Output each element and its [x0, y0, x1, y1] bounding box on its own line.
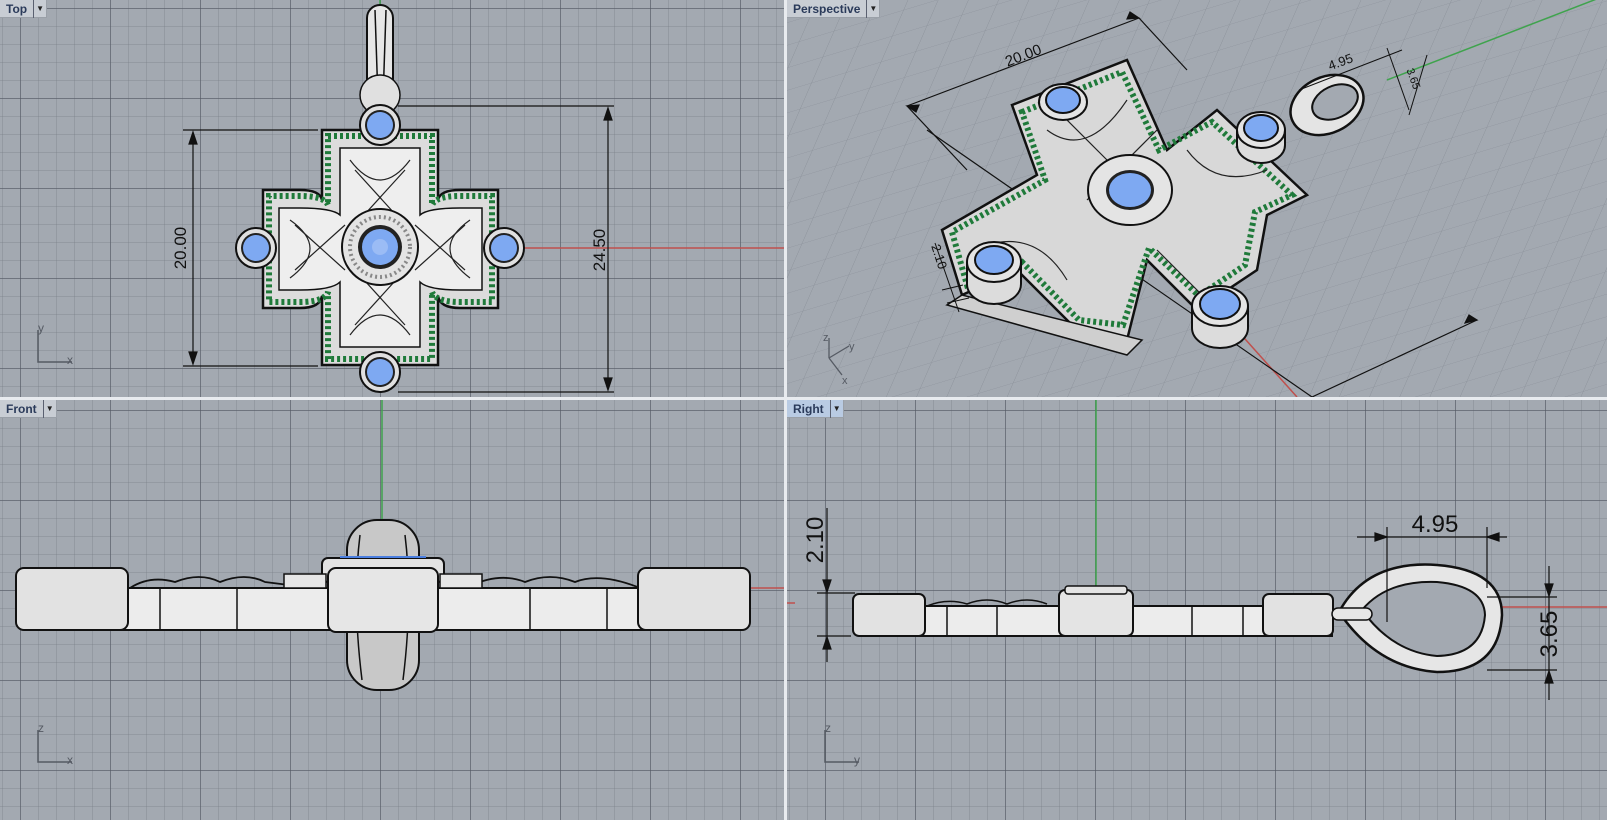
top-view-model[interactable]: 20.00 24.50: [0, 0, 784, 397]
viewport-right[interactable]: Right ▼: [787, 400, 1607, 820]
viewport-perspective[interactable]: 20.00: [787, 0, 1607, 397]
front-view-model[interactable]: [0, 400, 784, 820]
axis-indicator: [828, 338, 850, 376]
dimension-24-50: [398, 105, 614, 393]
viewport-name: Front: [6, 401, 37, 416]
viewport-front[interactable]: Front ▼: [0, 400, 784, 820]
viewport-title-front[interactable]: Front ▼: [0, 400, 57, 418]
viewport-splitter-horizontal[interactable]: [0, 397, 1607, 400]
chevron-down-icon[interactable]: ▼: [42, 400, 56, 418]
svg-text:4.95: 4.95: [1412, 511, 1459, 538]
svg-text:20.00: 20.00: [171, 227, 190, 270]
svg-text:y: y: [854, 753, 860, 767]
viewport-title-perspective[interactable]: Perspective ▼: [787, 0, 881, 18]
svg-text:2.10: 2.10: [928, 242, 950, 271]
viewport-top[interactable]: Top ▼: [0, 0, 784, 397]
chevron-down-icon[interactable]: ▼: [829, 400, 843, 418]
svg-text:2.10: 2.10: [802, 517, 829, 564]
viewport-name: Right: [793, 401, 824, 416]
axis-indicator: z y: [821, 721, 871, 768]
viewport-name: Top: [6, 1, 28, 16]
svg-text:x: x: [842, 375, 848, 387]
svg-text:24.50: 24.50: [590, 229, 609, 272]
chevron-down-icon[interactable]: ▼: [866, 0, 879, 18]
svg-text:x: x: [67, 753, 73, 767]
viewport-name: Perspective: [793, 1, 861, 16]
axis-indicator: y x: [34, 321, 84, 368]
viewport-splitter-vertical[interactable]: [784, 0, 787, 820]
svg-text:y: y: [849, 341, 855, 353]
axis-indicator: z x: [34, 721, 84, 768]
svg-text:z: z: [823, 332, 829, 344]
svg-text:z: z: [38, 722, 44, 735]
perspective-grid-and-model[interactable]: 20.00: [787, 0, 1607, 397]
svg-text:z: z: [825, 722, 831, 735]
svg-text:3.65: 3.65: [1536, 611, 1563, 658]
chevron-down-icon[interactable]: ▼: [33, 0, 46, 18]
viewport-title-right[interactable]: Right ▼: [787, 400, 844, 418]
svg-text:x: x: [67, 353, 73, 367]
side-gem-top: [359, 104, 401, 146]
dimension-20-00: [183, 129, 318, 367]
right-view-model[interactable]: 2.10 4.95 3.65: [787, 400, 1607, 820]
viewport-title-top[interactable]: Top ▼: [0, 0, 48, 18]
svg-text:y: y: [38, 322, 44, 335]
